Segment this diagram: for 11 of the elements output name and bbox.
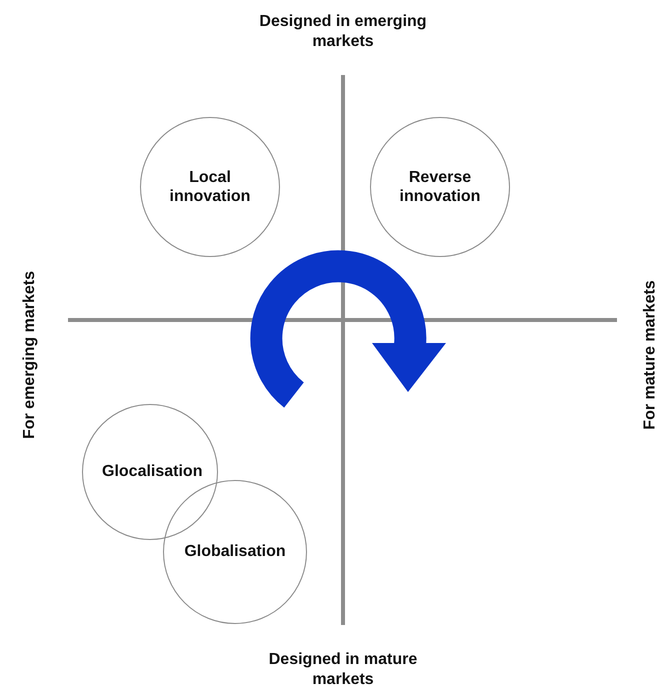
circle xyxy=(370,117,510,257)
circle xyxy=(82,404,218,540)
axis-label: For mature markets xyxy=(640,280,660,430)
circle xyxy=(140,117,280,257)
circle-label: Reverse innovation xyxy=(398,168,482,206)
axis-label: For emerging markets xyxy=(20,270,40,440)
circle xyxy=(163,480,307,624)
circle-label: Globalisation xyxy=(184,542,286,562)
axis-label: Designed in emerging markets xyxy=(258,12,428,52)
axis-label: Designed in mature markets xyxy=(268,650,418,690)
circle-label: Local innovation xyxy=(168,168,252,206)
